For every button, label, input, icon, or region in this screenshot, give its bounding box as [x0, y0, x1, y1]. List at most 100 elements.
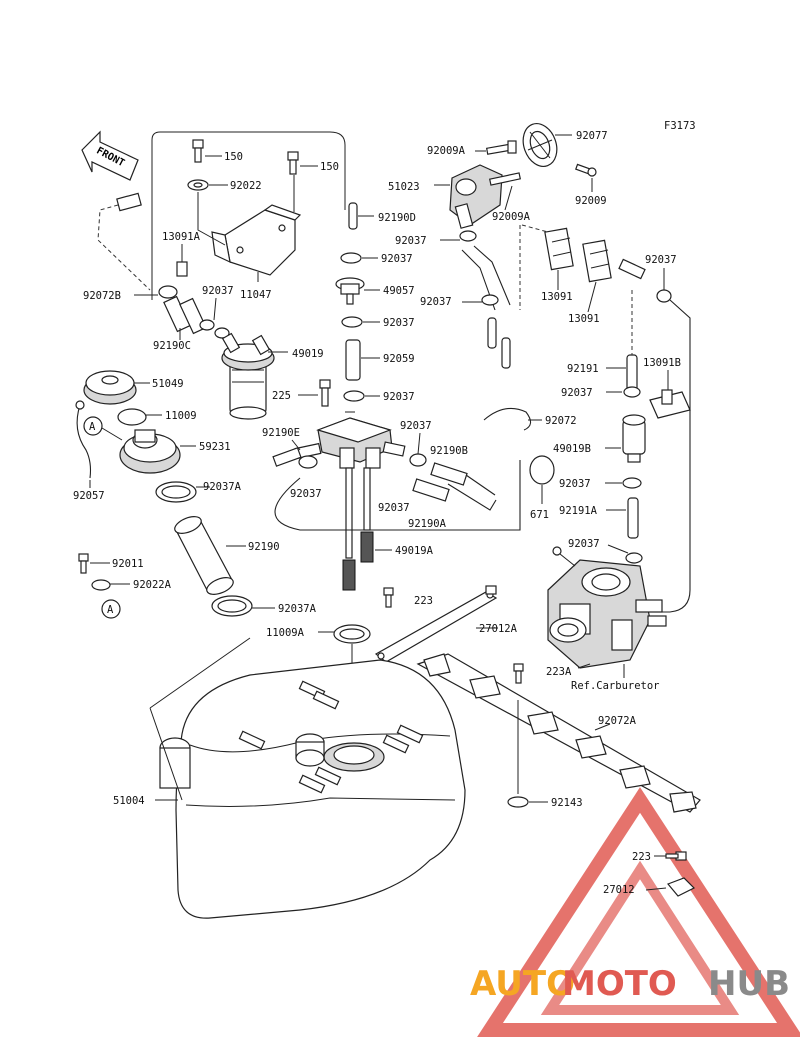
callout-223-bottom: 223	[632, 851, 651, 863]
callout-671: 671	[530, 509, 549, 521]
callout-92037-f: 92037	[378, 502, 410, 514]
bracket-11047	[211, 204, 302, 276]
watermark-logo	[477, 787, 800, 1037]
bolt-92009A-top	[485, 140, 517, 155]
clamp-92072	[483, 407, 532, 431]
callout-11009A: 11009A	[266, 627, 305, 639]
watermark-hub: HUB	[708, 964, 790, 1004]
callout-225: 225	[272, 390, 291, 402]
callout-27012A: 27012A	[479, 623, 518, 635]
circle-a-top	[83, 416, 103, 436]
callout-150-left: 150	[224, 151, 243, 163]
callout-92072: 92072	[545, 415, 577, 427]
callout-92072A: 92072A	[598, 715, 637, 727]
circle-a-bottom-label: A	[107, 604, 114, 616]
callout-92037-g: 92037	[395, 235, 427, 247]
callout-92037-a: 92037	[381, 253, 413, 265]
callout-11047: 11047	[240, 289, 272, 301]
bolt-150-left	[192, 139, 204, 163]
washer-92143	[507, 796, 529, 808]
callout-92037-c: 92037	[383, 391, 415, 403]
callout-92037-h: 92037	[420, 296, 452, 308]
pulley-92077	[522, 123, 558, 167]
callout-150-right: 150	[320, 161, 339, 173]
hose-92190B	[430, 462, 468, 486]
callout-92037A: 92037A	[203, 481, 242, 493]
callout-223: 223	[414, 595, 433, 607]
callout-92190C: 92190C	[153, 340, 191, 352]
callout-92190D: 92190D	[378, 212, 416, 224]
callout-92059: 92059	[383, 353, 415, 365]
watermark-text: AUTO MOTO HUB	[470, 964, 790, 1004]
callout-92009: 92009	[575, 195, 607, 207]
callout-92009A-top: 92009A	[427, 145, 466, 157]
callout-92143: 92143	[551, 797, 583, 809]
callout-92022A: 92022A	[133, 579, 172, 591]
front-arrow: FRONT	[81, 130, 139, 181]
fuel-filter-49019	[221, 332, 275, 420]
filler-hose-92190	[174, 516, 234, 595]
valve-51023	[449, 164, 522, 229]
circle-a-bottom	[101, 599, 121, 619]
hose-92190E	[272, 447, 302, 467]
hose-92191A	[627, 497, 639, 539]
hose-92190C	[163, 295, 207, 335]
callout-27012: 27012	[603, 884, 635, 896]
bolt-223-strap	[513, 663, 524, 684]
callout-92077: 92077	[576, 130, 608, 142]
callout-223A: 223A	[546, 666, 572, 678]
callout-92011: 92011	[112, 558, 144, 570]
callout-92037-l: 92037	[568, 538, 600, 550]
washer-92022A	[91, 579, 111, 591]
callout-92037-e: 92037	[400, 420, 432, 432]
callout-13091A: 13091A	[162, 231, 201, 243]
callout-92037-bracket: 92037	[202, 285, 234, 297]
pickup-tubes-49019A	[342, 467, 374, 591]
bolt-223-bar	[383, 587, 394, 608]
callout-92037-j: 92037	[561, 387, 593, 399]
bolt-225	[319, 379, 331, 407]
callout-92037-k: 92037	[559, 478, 591, 490]
oring-11009	[117, 408, 147, 426]
callout-92037-d: 92037	[290, 488, 322, 500]
bolt-92011	[78, 553, 89, 574]
clip-27012	[666, 877, 696, 897]
hose-92190D	[348, 202, 358, 230]
fuel-tank-51004	[159, 659, 466, 919]
bolt-150-right	[287, 151, 299, 175]
oring-671	[529, 455, 555, 485]
callout-13091B: 13091B	[643, 357, 681, 369]
filter-49019B	[622, 414, 646, 463]
callout-59231: 59231	[199, 441, 231, 453]
clip-13091-b	[582, 239, 612, 283]
clip-13091B	[649, 389, 691, 419]
callout-92037-b: 92037	[383, 317, 415, 329]
callout-92190E: 92190E	[262, 427, 300, 439]
filler-neck-59231	[119, 429, 181, 474]
clip-13091A	[176, 261, 188, 277]
callout-51049: 51049	[152, 378, 184, 390]
strap-92072A	[416, 653, 701, 813]
callout-92022: 92022	[230, 180, 262, 192]
callout-13091-a: 13091	[541, 291, 573, 303]
callout-92191A: 92191A	[559, 505, 598, 517]
hose-92059	[345, 339, 361, 381]
callout-51023: 51023	[388, 181, 420, 193]
circle-a-top-label: A	[89, 421, 96, 433]
bar-27012A	[374, 585, 498, 663]
watermark-auto: AUTO	[470, 964, 575, 1004]
figure-code: F3173	[664, 120, 696, 132]
callout-51004: 51004	[113, 795, 145, 807]
clamp-92072B	[158, 285, 178, 299]
fuel-cap-51049	[83, 370, 137, 405]
callout-92190B: 92190B	[430, 445, 468, 457]
callout-49019A: 49019A	[395, 545, 434, 557]
callout-92057: 92057	[73, 490, 105, 502]
callout-92191: 92191	[567, 363, 599, 375]
callout-49057: 49057	[383, 285, 415, 297]
clip-13091-a	[544, 227, 574, 271]
callout-92037A-lower: 92037A	[278, 603, 317, 615]
watermark-moto: MOTO	[562, 964, 677, 1004]
screw-92009	[575, 163, 597, 177]
